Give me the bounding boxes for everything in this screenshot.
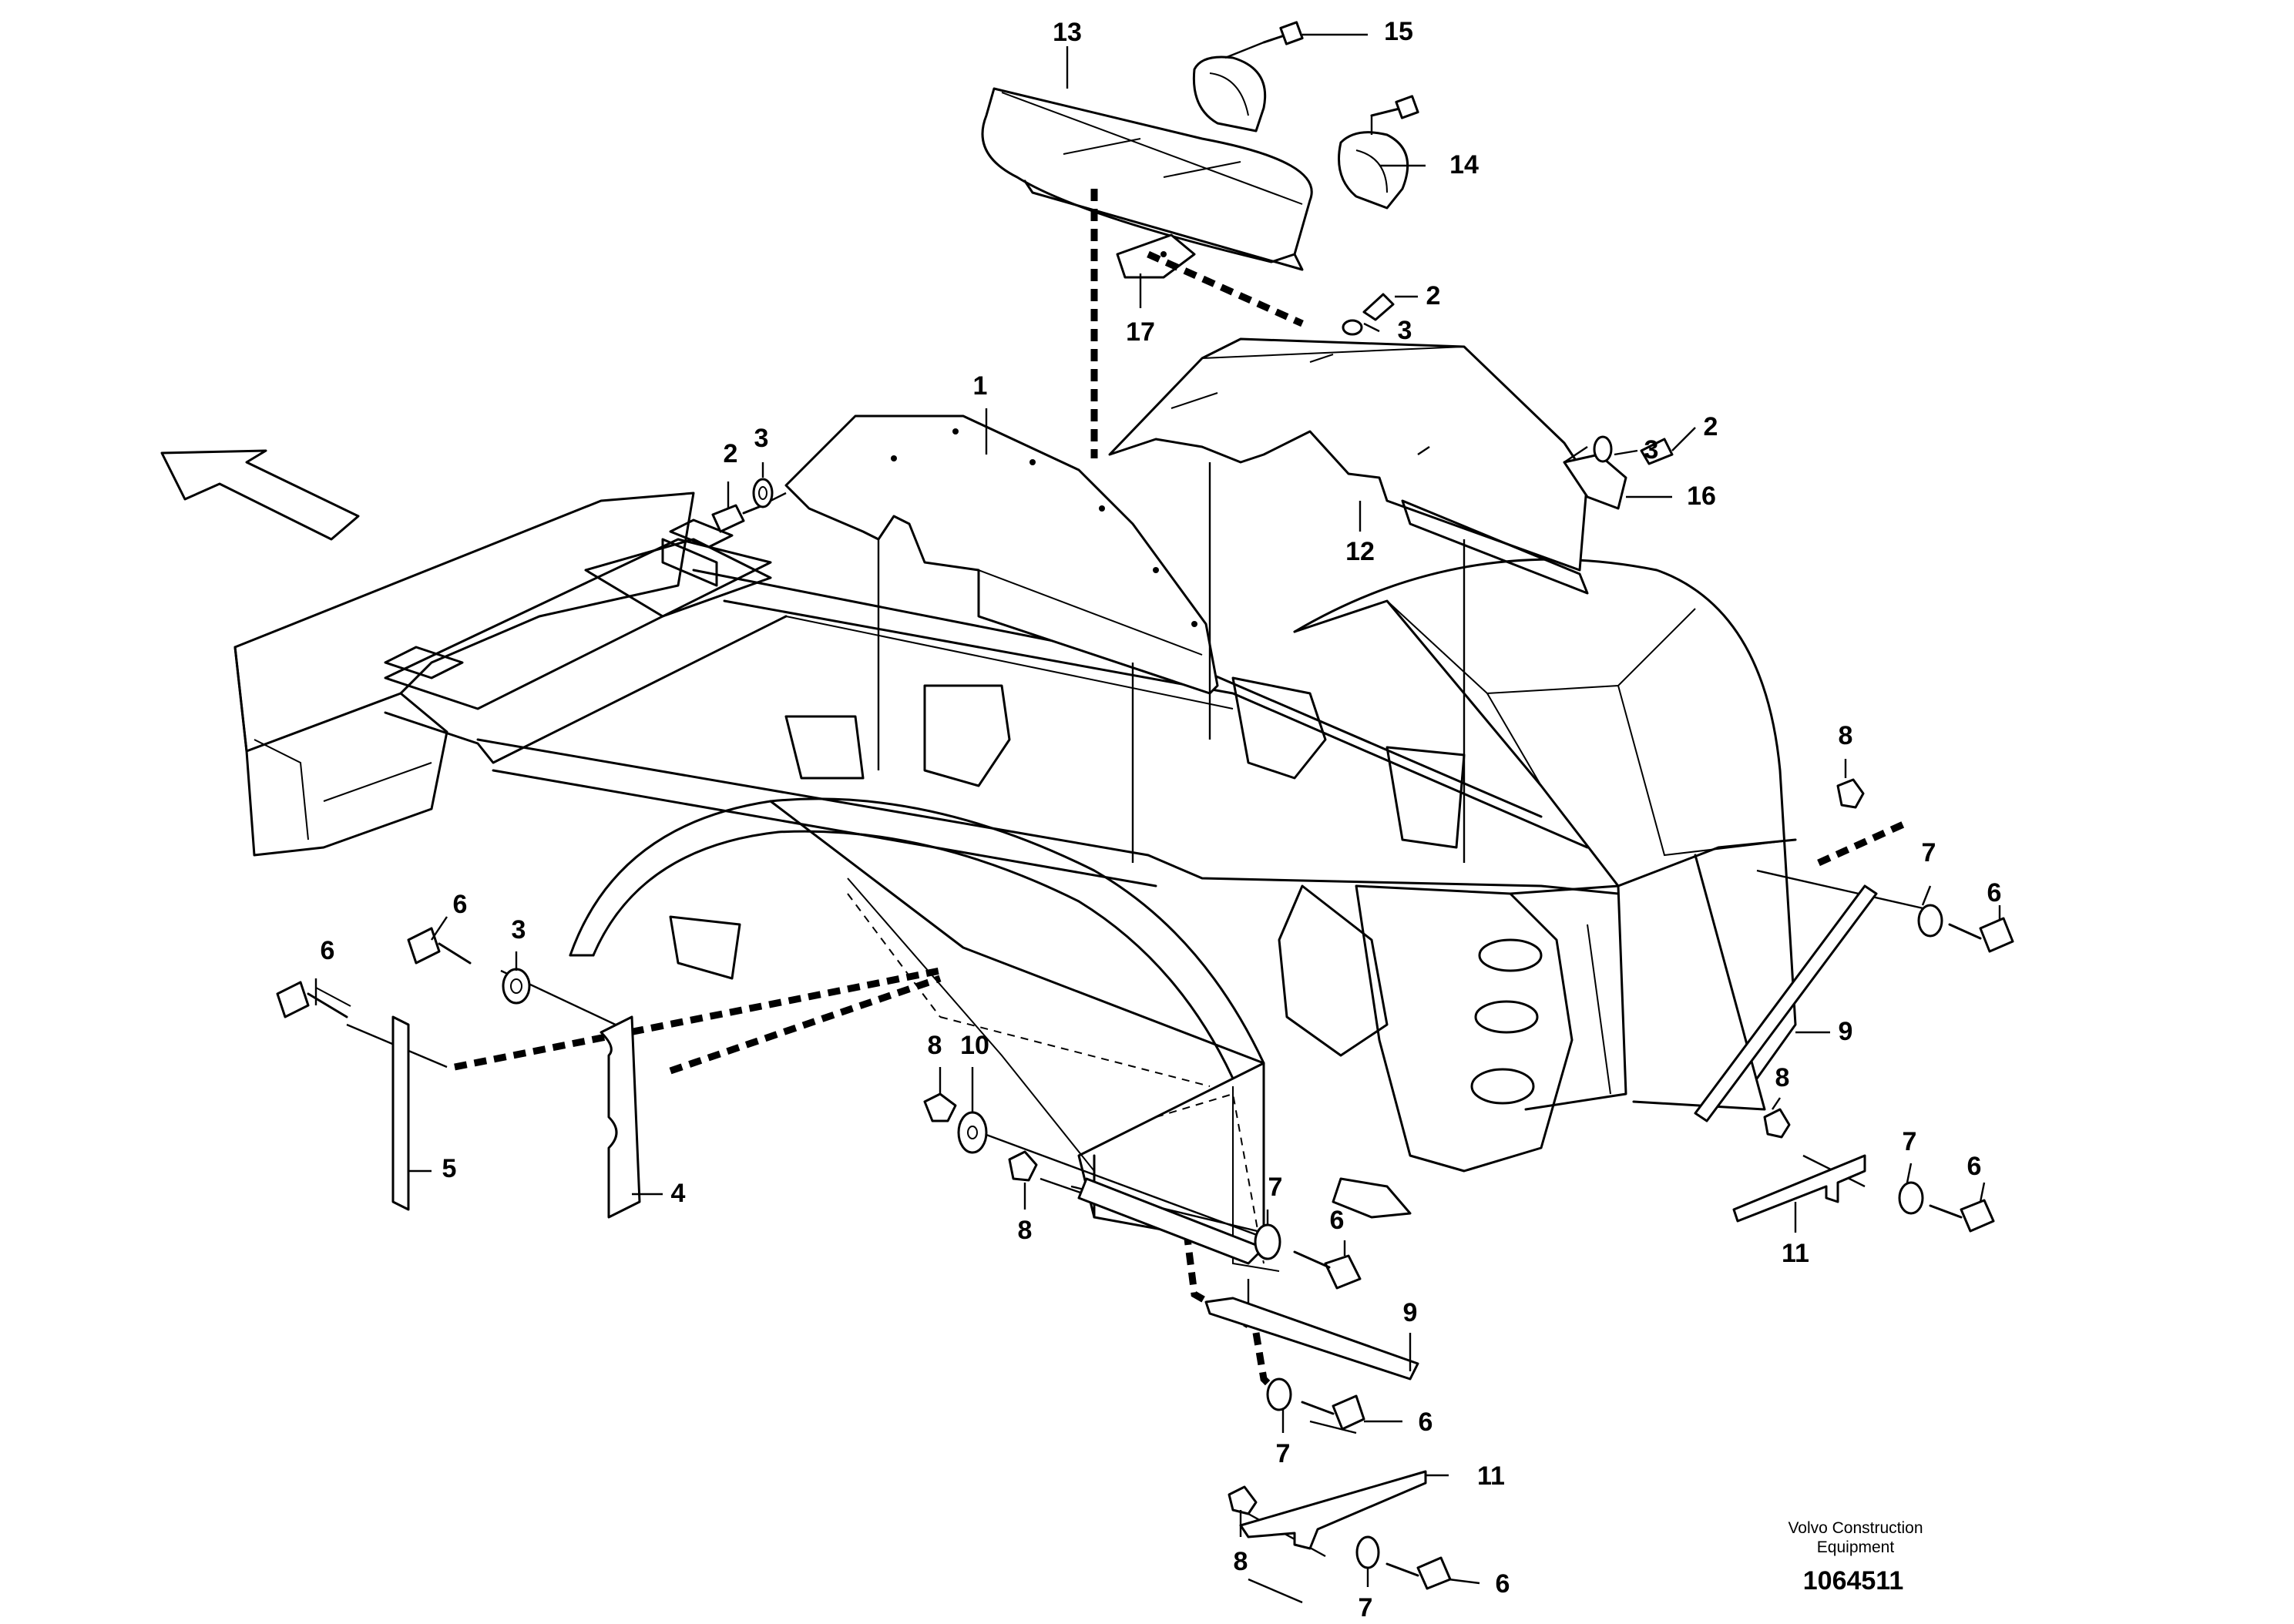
hardware-parts <box>276 293 2014 1590</box>
callout-14: 14 <box>1449 150 1479 180</box>
callout-7: 7 <box>1922 838 1936 867</box>
forward-direction-arrow-icon <box>160 449 360 541</box>
callout-6: 6 <box>1330 1206 1345 1235</box>
callout-1: 1 <box>973 371 988 401</box>
callout-3: 3 <box>1644 435 1659 465</box>
callout-8: 8 <box>1018 1216 1033 1245</box>
callout-leaders <box>314 33 2001 1587</box>
callout-11: 11 <box>1782 1239 1809 1268</box>
callout-2: 2 <box>724 439 738 468</box>
callout-15: 15 <box>1384 17 1413 46</box>
callout-6: 6 <box>1967 1152 1982 1181</box>
callout-3: 3 <box>512 915 526 945</box>
callout-13: 13 <box>1053 18 1082 47</box>
drawing-footer: Volvo Construction Equipment 1064511 <box>1788 1519 1923 1595</box>
callout-7: 7 <box>1359 1593 1373 1620</box>
callout-2: 2 <box>1704 412 1718 441</box>
callout-7: 7 <box>1276 1439 1291 1468</box>
callout-10: 10 <box>960 1031 989 1060</box>
callout-labels: 1 2 2 2 3 3 3 3 4 5 6 6 6 6 6 6 6 7 7 7 … <box>321 17 2002 1622</box>
callout-16: 16 <box>1687 481 1716 511</box>
callout-8: 8 <box>1234 1547 1248 1576</box>
callout-8: 8 <box>1839 721 1853 750</box>
part-15-bolts <box>1262 21 1419 119</box>
callout-3: 3 <box>754 424 769 453</box>
callout-4: 4 <box>671 1179 686 1208</box>
callout-6: 6 <box>321 936 335 965</box>
callout-6: 6 <box>453 890 468 919</box>
callout-9: 9 <box>1839 1017 1853 1046</box>
part-1-front-shield <box>784 414 1219 695</box>
callout-17: 17 <box>1126 317 1155 347</box>
callout-6: 6 <box>1987 878 2002 908</box>
callout-2: 2 <box>1426 281 1441 310</box>
callout-5: 5 <box>442 1154 457 1183</box>
callout-8: 8 <box>928 1031 942 1060</box>
callout-6: 6 <box>1419 1408 1433 1437</box>
callout-8: 8 <box>1775 1063 1790 1092</box>
callout-9: 9 <box>1403 1298 1418 1327</box>
callout-11: 11 <box>1477 1461 1505 1491</box>
part-13-pipe-shield <box>981 87 1313 271</box>
part-16-bracket <box>1563 453 1627 510</box>
part-12-upper-shield <box>1108 337 1589 595</box>
callout-7: 7 <box>1903 1127 1917 1156</box>
company-name-line2: Equipment <box>1817 1538 1895 1556</box>
part-14-clamps <box>1192 55 1409 210</box>
callout-3: 3 <box>1398 316 1412 345</box>
assembly-dashed-lines <box>454 189 1905 1398</box>
callout-6: 6 <box>1496 1569 1510 1599</box>
callout-7: 7 <box>1268 1173 1283 1202</box>
drawing-number: 1064511 <box>1803 1566 1904 1595</box>
company-name-line1: Volvo Construction <box>1788 1519 1923 1537</box>
callout-12: 12 <box>1345 537 1375 566</box>
